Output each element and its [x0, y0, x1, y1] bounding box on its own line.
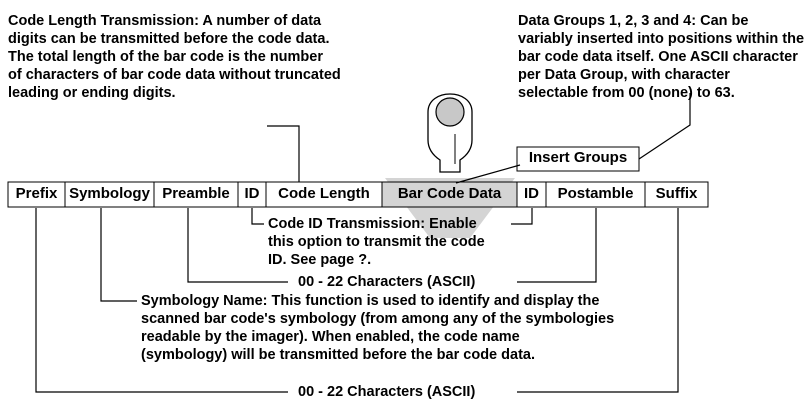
- data-groups-note-line: variably inserted into positions within …: [518, 31, 805, 47]
- data-groups-note-line: bar code data itself. One ASCII characte…: [518, 49, 798, 65]
- insert-groups-label: Insert Groups: [528, 149, 628, 166]
- connector-lines: [35, 93, 691, 393]
- field-boxes: [7, 181, 709, 208]
- field-id: ID: [524, 185, 539, 202]
- field-id: ID: [244, 185, 260, 202]
- scanner-icon: [427, 93, 473, 173]
- code-length-note-line: Code Length Transmission: A number of da…: [8, 13, 322, 29]
- code-length-note-line: digits can be transmitted before the cod…: [8, 31, 330, 47]
- code-id-note-line: Code ID Transmission: Enable: [268, 216, 477, 232]
- field-bar-code-data: Bar Code Data: [397, 185, 502, 202]
- preamble-postamble-range: 00 - 22 Characters (ASCII): [298, 274, 476, 290]
- symbology-note-line: (symbology) will be transmitted before t…: [141, 347, 535, 363]
- field-postamble: Postamble: [557, 185, 634, 202]
- code-id-note-line: this option to transmit the code: [268, 234, 485, 250]
- code-id-note-line: ID. See page ?.: [268, 252, 372, 268]
- field-code-length: Code Length: [278, 185, 370, 202]
- field-preamble: Preamble: [162, 185, 230, 202]
- symbology-note-line: readable by the imager). When enabled, t…: [141, 329, 520, 345]
- data-groups-note-line: per Data Group, with character: [518, 67, 730, 83]
- symbology-note-line: Symbology Name: This function is used to…: [141, 293, 600, 309]
- code-length-note-line: leading or ending digits.: [8, 85, 176, 101]
- data-groups-note-line: Data Groups 1, 2, 3 and 4: Can be: [518, 13, 749, 29]
- symbology-note-line: scanned bar code's symbology (from among…: [141, 311, 615, 327]
- data-groups-note-line: selectable from 00 (none) to 63.: [518, 85, 735, 101]
- code-length-note-line: of characters of bar code data without t…: [8, 67, 341, 83]
- field-suffix: Suffix: [655, 185, 698, 202]
- code-length-note-line: The total length of the bar code is the …: [8, 49, 323, 65]
- field-prefix: Prefix: [15, 185, 58, 202]
- prefix-suffix-range: 00 - 22 Characters (ASCII): [298, 384, 476, 400]
- insert-groups-box: [516, 146, 640, 172]
- field-symbology: Symbology: [69, 185, 150, 202]
